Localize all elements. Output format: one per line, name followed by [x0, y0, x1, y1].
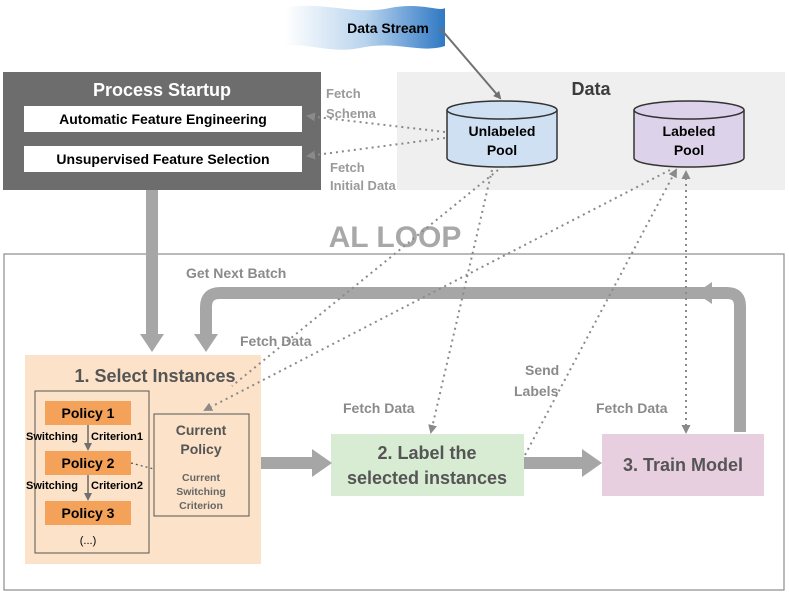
switching-criterion-1-left: Switching	[26, 431, 78, 443]
labeled-pool-label-2: Pool	[674, 142, 704, 158]
switching-criterion-1-right: Criterion1	[91, 431, 143, 443]
current-policy-box	[153, 413, 250, 517]
label-step-title-2: selected instances	[347, 468, 507, 488]
labeled-pool: Labeled Pool	[633, 100, 745, 168]
get-next-batch-label: Get Next Batch	[186, 265, 286, 281]
policy-3-label: Policy 3	[62, 505, 115, 521]
data-stream-banner: Data Stream	[285, 5, 445, 50]
current-criterion-label-1: Current	[182, 472, 220, 484]
switching-criterion-2-left: Switching	[26, 480, 78, 492]
policy-3-box	[45, 501, 131, 525]
label-step-title-1: 2. Label the	[377, 443, 476, 463]
fetch-data-train-label: Fetch Data	[596, 400, 668, 416]
loop-back-head	[194, 334, 218, 352]
select-to-label-head	[312, 449, 332, 477]
stream-to-pool-arrow	[439, 27, 502, 100]
policy-1-label: Policy 1	[62, 405, 115, 421]
current-policy-label-2: Policy	[180, 441, 221, 457]
label-to-train-head	[582, 449, 602, 477]
policy-2-box	[45, 451, 131, 475]
train-step-box	[602, 434, 764, 496]
unlabeled-pool-label-1: Unlabeled	[469, 123, 536, 139]
fetch-data-label-label: Fetch Data	[343, 400, 415, 416]
startup-to-select-head	[140, 334, 164, 352]
data-stream-label: Data Stream	[347, 20, 429, 36]
feature-engineering-label: Automatic Feature Engineering	[59, 111, 267, 127]
select-instances-title: 1. Select Instances	[74, 366, 235, 386]
labeled-pool-label-1: Labeled	[663, 123, 716, 139]
policy-1-box	[45, 401, 131, 425]
fetch-schema-label-2: Schema	[326, 106, 377, 121]
process-startup-title: Process Startup	[93, 80, 231, 100]
unlabeled-to-label-dotted	[428, 169, 493, 434]
fetch-initial-data-arrow	[306, 137, 446, 160]
policy-2-label: Policy 2	[62, 455, 115, 471]
unlabeled-pool: Unlabeled Pool	[446, 100, 558, 168]
train-step-title: 3. Train Model	[623, 455, 743, 475]
current-criterion-label-3: Criterion	[179, 500, 223, 512]
fetch-schema-arrow	[306, 112, 446, 133]
loop-back-arrow	[200, 287, 746, 432]
current-policy-label-1: Current	[176, 422, 227, 438]
send-labels-label-1: Send	[525, 362, 559, 378]
al-loop-title: AL LOOP	[329, 221, 462, 254]
feature-engineering-box	[24, 106, 302, 132]
fetch-schema-label-1: Fetch	[326, 86, 361, 101]
fetch-data-select-label: Fetch Data	[240, 333, 312, 349]
label-step-box	[331, 434, 524, 496]
current-criterion-label-2: Switching	[176, 486, 226, 498]
fetch-initial-label-1: Fetch	[330, 160, 365, 175]
policy-2-current-link	[130, 462, 155, 470]
feature-selection-label: Unsupervised Feature Selection	[56, 151, 269, 167]
loop-entry-head	[696, 282, 712, 304]
policy-ellipsis: (...)	[80, 535, 97, 547]
switching-criterion-2-right: Criterion2	[91, 480, 143, 492]
fetch-initial-label-2: Initial Data	[330, 178, 397, 193]
data-area-title: Data	[571, 79, 611, 99]
unlabeled-pool-label-2: Pool	[487, 142, 517, 158]
feature-selection-box	[24, 146, 302, 172]
policies-container	[34, 390, 150, 554]
send-labels-label-2: Labels	[514, 383, 559, 399]
